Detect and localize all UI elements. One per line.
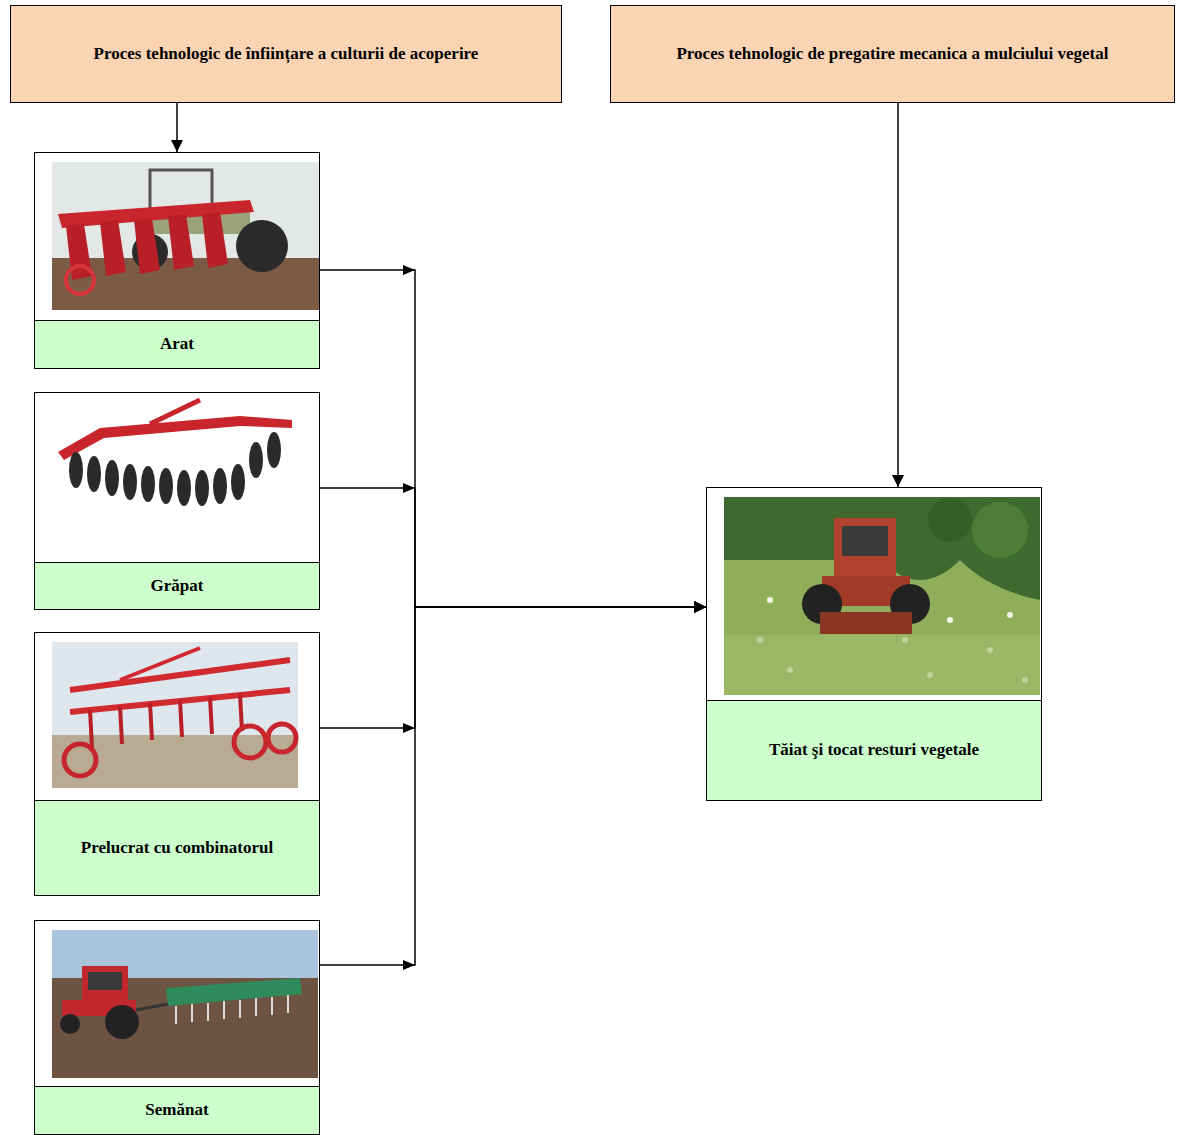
tree-crown <box>928 498 972 542</box>
picture-box: Arat <box>34 152 320 369</box>
hitch <box>136 1004 168 1010</box>
operation-label: Arat <box>160 333 194 355</box>
process-header: Proces tehnologic de înființare a cultur… <box>10 5 562 103</box>
tree-crown <box>972 502 1028 558</box>
picture-area <box>35 633 319 800</box>
seeder-coulters <box>176 995 288 1024</box>
sky <box>52 162 320 310</box>
flow-arrow <box>176 103 178 152</box>
picture-area <box>35 153 319 320</box>
combinator-drawbar <box>120 648 200 680</box>
flow-arrow <box>320 270 706 607</box>
combinator-frame <box>70 660 290 690</box>
combinator-tines <box>90 694 242 748</box>
merge-arrowhead <box>403 265 415 275</box>
label-band: Grăpat <box>35 562 319 609</box>
picture-box: Grăpat <box>34 392 320 610</box>
plough-picture <box>52 162 320 310</box>
process-title: Proces tehnologic de înființare a cultur… <box>94 43 479 65</box>
process-header: Proces tehnologic de pregatire mecanica … <box>610 5 1175 103</box>
label-band: Semănat <box>35 1086 319 1134</box>
operation-label: Tăiat şi tocat resturi vegetale <box>769 739 979 761</box>
picture-box: Semănat <box>34 920 320 1135</box>
tractor-wheel <box>236 220 288 272</box>
flow-arrow <box>320 488 706 607</box>
tractor-cab <box>834 518 896 576</box>
disc-harrow-picture <box>58 400 292 506</box>
label-band: Prelucrat cu combinatorul <box>35 800 319 895</box>
harrow-drawbar <box>150 400 200 424</box>
operation-label: Prelucrat cu combinatorul <box>81 837 273 859</box>
operation-label: Semănat <box>145 1099 208 1121</box>
mulcher <box>820 612 912 634</box>
tractor-cab <box>82 966 128 1002</box>
flow-arrow <box>320 607 706 728</box>
flow-arrow <box>320 607 706 965</box>
soil <box>52 735 298 788</box>
operation-label: Grăpat <box>151 575 204 597</box>
picture-box: Tăiat şi tocat resturi vegetale <box>706 487 1042 801</box>
tractor-window <box>842 526 888 556</box>
process-title: Proces tehnologic de pregatire mecanica … <box>676 43 1108 65</box>
picture-area <box>35 393 319 562</box>
harrow-discs <box>69 432 281 506</box>
tractor-wheel <box>60 1014 80 1034</box>
picture-area <box>35 921 319 1086</box>
combinator-rollers <box>64 724 296 776</box>
sky <box>52 642 298 788</box>
tractor-window <box>88 972 122 990</box>
merge-arrowhead <box>403 723 415 733</box>
grass <box>724 497 1040 695</box>
plough-beam <box>58 200 254 228</box>
label-band: Tăiat şi tocat resturi vegetale <box>707 700 1041 800</box>
flow-arrow <box>897 103 899 487</box>
seeder-hopper <box>166 978 302 1006</box>
combinator-picture <box>52 642 298 788</box>
picture-area <box>707 488 1041 700</box>
picture-box: Prelucrat cu combinatorul <box>34 632 320 896</box>
cut-strip <box>724 635 1040 695</box>
tractor-wheel <box>105 1005 139 1039</box>
label-band: Arat <box>35 320 319 368</box>
depth-wheel <box>66 266 94 294</box>
merge-arrowhead <box>403 960 415 970</box>
mulcher-picture <box>724 497 1040 695</box>
seeder-picture <box>52 930 318 1078</box>
merge-arrowhead <box>403 483 415 493</box>
